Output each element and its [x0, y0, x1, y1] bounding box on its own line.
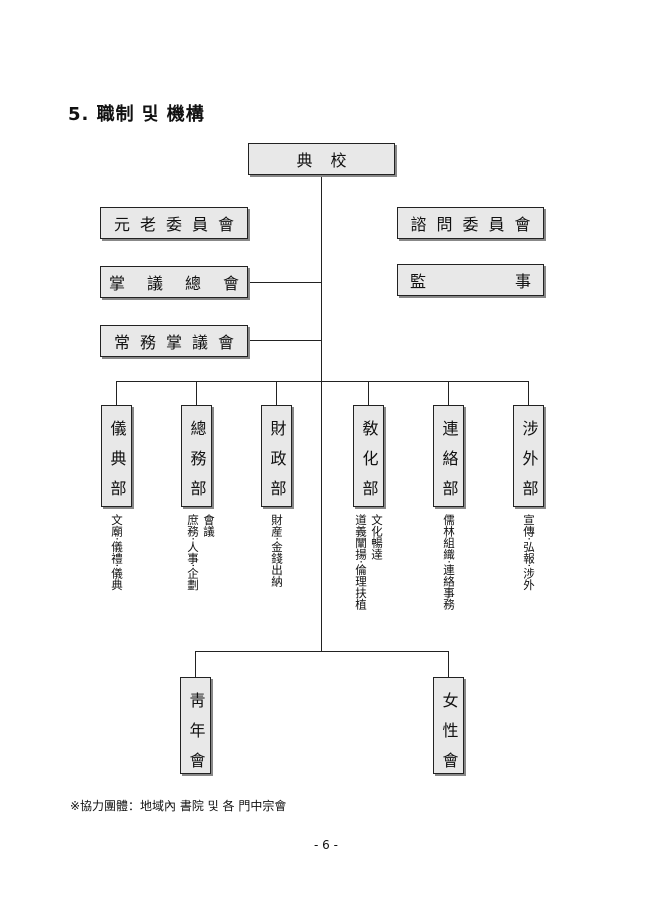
department-name: 財政部	[267, 420, 287, 510]
section-title: 5. 職制 및 機構	[68, 104, 205, 125]
advisory-committee-label: 諮問委員會	[410, 215, 541, 234]
department-box-finance: 財政部	[261, 405, 292, 510]
dept-drop-1	[116, 381, 117, 405]
women-association-box: 女性會	[433, 677, 464, 782]
elders-committee-label: 元老委員會	[113, 215, 244, 234]
department-duties-liaison: 儒林組織·連絡事務	[442, 514, 456, 610]
department-name: 敎化部	[359, 420, 379, 510]
department-duties-ritual: 文廟·儀禮·儀典	[110, 514, 124, 591]
duties-column: 儒林組織·連絡事務	[442, 514, 456, 610]
duties-column: 道義闡揚·倫理扶植	[354, 514, 368, 610]
cooperating-organizations-note: ※協力團體：地域內 書院 및 各 門中宗會	[70, 799, 287, 813]
department-box-education: 敎化部	[353, 405, 384, 510]
department-box-general-affairs: 總務部	[181, 405, 212, 510]
duties-column: 財産·金錢出納	[270, 514, 284, 587]
bottom-bus-line	[195, 651, 449, 652]
dept-drop-2	[196, 381, 197, 405]
main-vertical-line	[321, 175, 322, 651]
connector-assembly	[248, 282, 322, 283]
dept-drop-4	[368, 381, 369, 405]
department-bus-line	[116, 381, 529, 382]
bottom-drop-women	[448, 651, 449, 677]
dept-drop-6	[528, 381, 529, 405]
bottom-drop-youth	[195, 651, 196, 677]
department-name: 連絡部	[439, 420, 459, 510]
women-association-label: 女性會	[439, 692, 459, 782]
youth-association-box: 靑年會	[180, 677, 211, 782]
elders-committee-box: 元老委員會	[100, 207, 248, 239]
head-box: 典校	[248, 143, 395, 175]
department-duties-finance: 財産·金錢出納	[270, 514, 284, 587]
dept-drop-5	[448, 381, 449, 405]
department-duties-external-affairs: 宣傳·弘報·涉外	[522, 514, 536, 591]
general-assembly-label: 掌議總會	[109, 274, 262, 293]
general-assembly-box: 掌議總會	[100, 266, 248, 298]
duties-column: 庶務·人事·企劃	[186, 514, 200, 591]
department-name: 涉外部	[519, 420, 539, 510]
dept-drop-3	[276, 381, 277, 405]
standing-council-box: 常務掌議會	[100, 325, 248, 357]
duties-column: 會議	[202, 514, 216, 537]
duties-column: 文廟·儀禮·儀典	[110, 514, 124, 591]
auditor-label-left: 監	[410, 272, 427, 291]
duties-column: 宣傳·弘報·涉外	[522, 514, 536, 591]
department-duties-education: 文化暢達 道義闡揚·倫理扶植	[354, 514, 384, 610]
auditor-box: 監 事	[397, 264, 544, 296]
department-box-liaison: 連絡部	[433, 405, 464, 510]
connector-standing	[248, 340, 322, 341]
department-box-external-affairs: 涉外部	[513, 405, 544, 510]
department-duties-general-affairs: 會議 庶務·人事·企劃	[186, 514, 216, 591]
department-name: 總務部	[187, 420, 207, 510]
standing-council-label: 常務掌議會	[113, 333, 244, 352]
head-label: 典校	[296, 151, 365, 170]
advisory-committee-box: 諮問委員會	[397, 207, 544, 239]
duties-column: 文化暢達	[370, 514, 384, 560]
page-number: - 6 -	[314, 838, 338, 852]
youth-association-label: 靑年會	[186, 692, 206, 782]
department-name: 儀典部	[107, 420, 127, 510]
auditor-label-right: 事	[514, 272, 531, 291]
department-box-ritual: 儀典部	[101, 405, 132, 510]
